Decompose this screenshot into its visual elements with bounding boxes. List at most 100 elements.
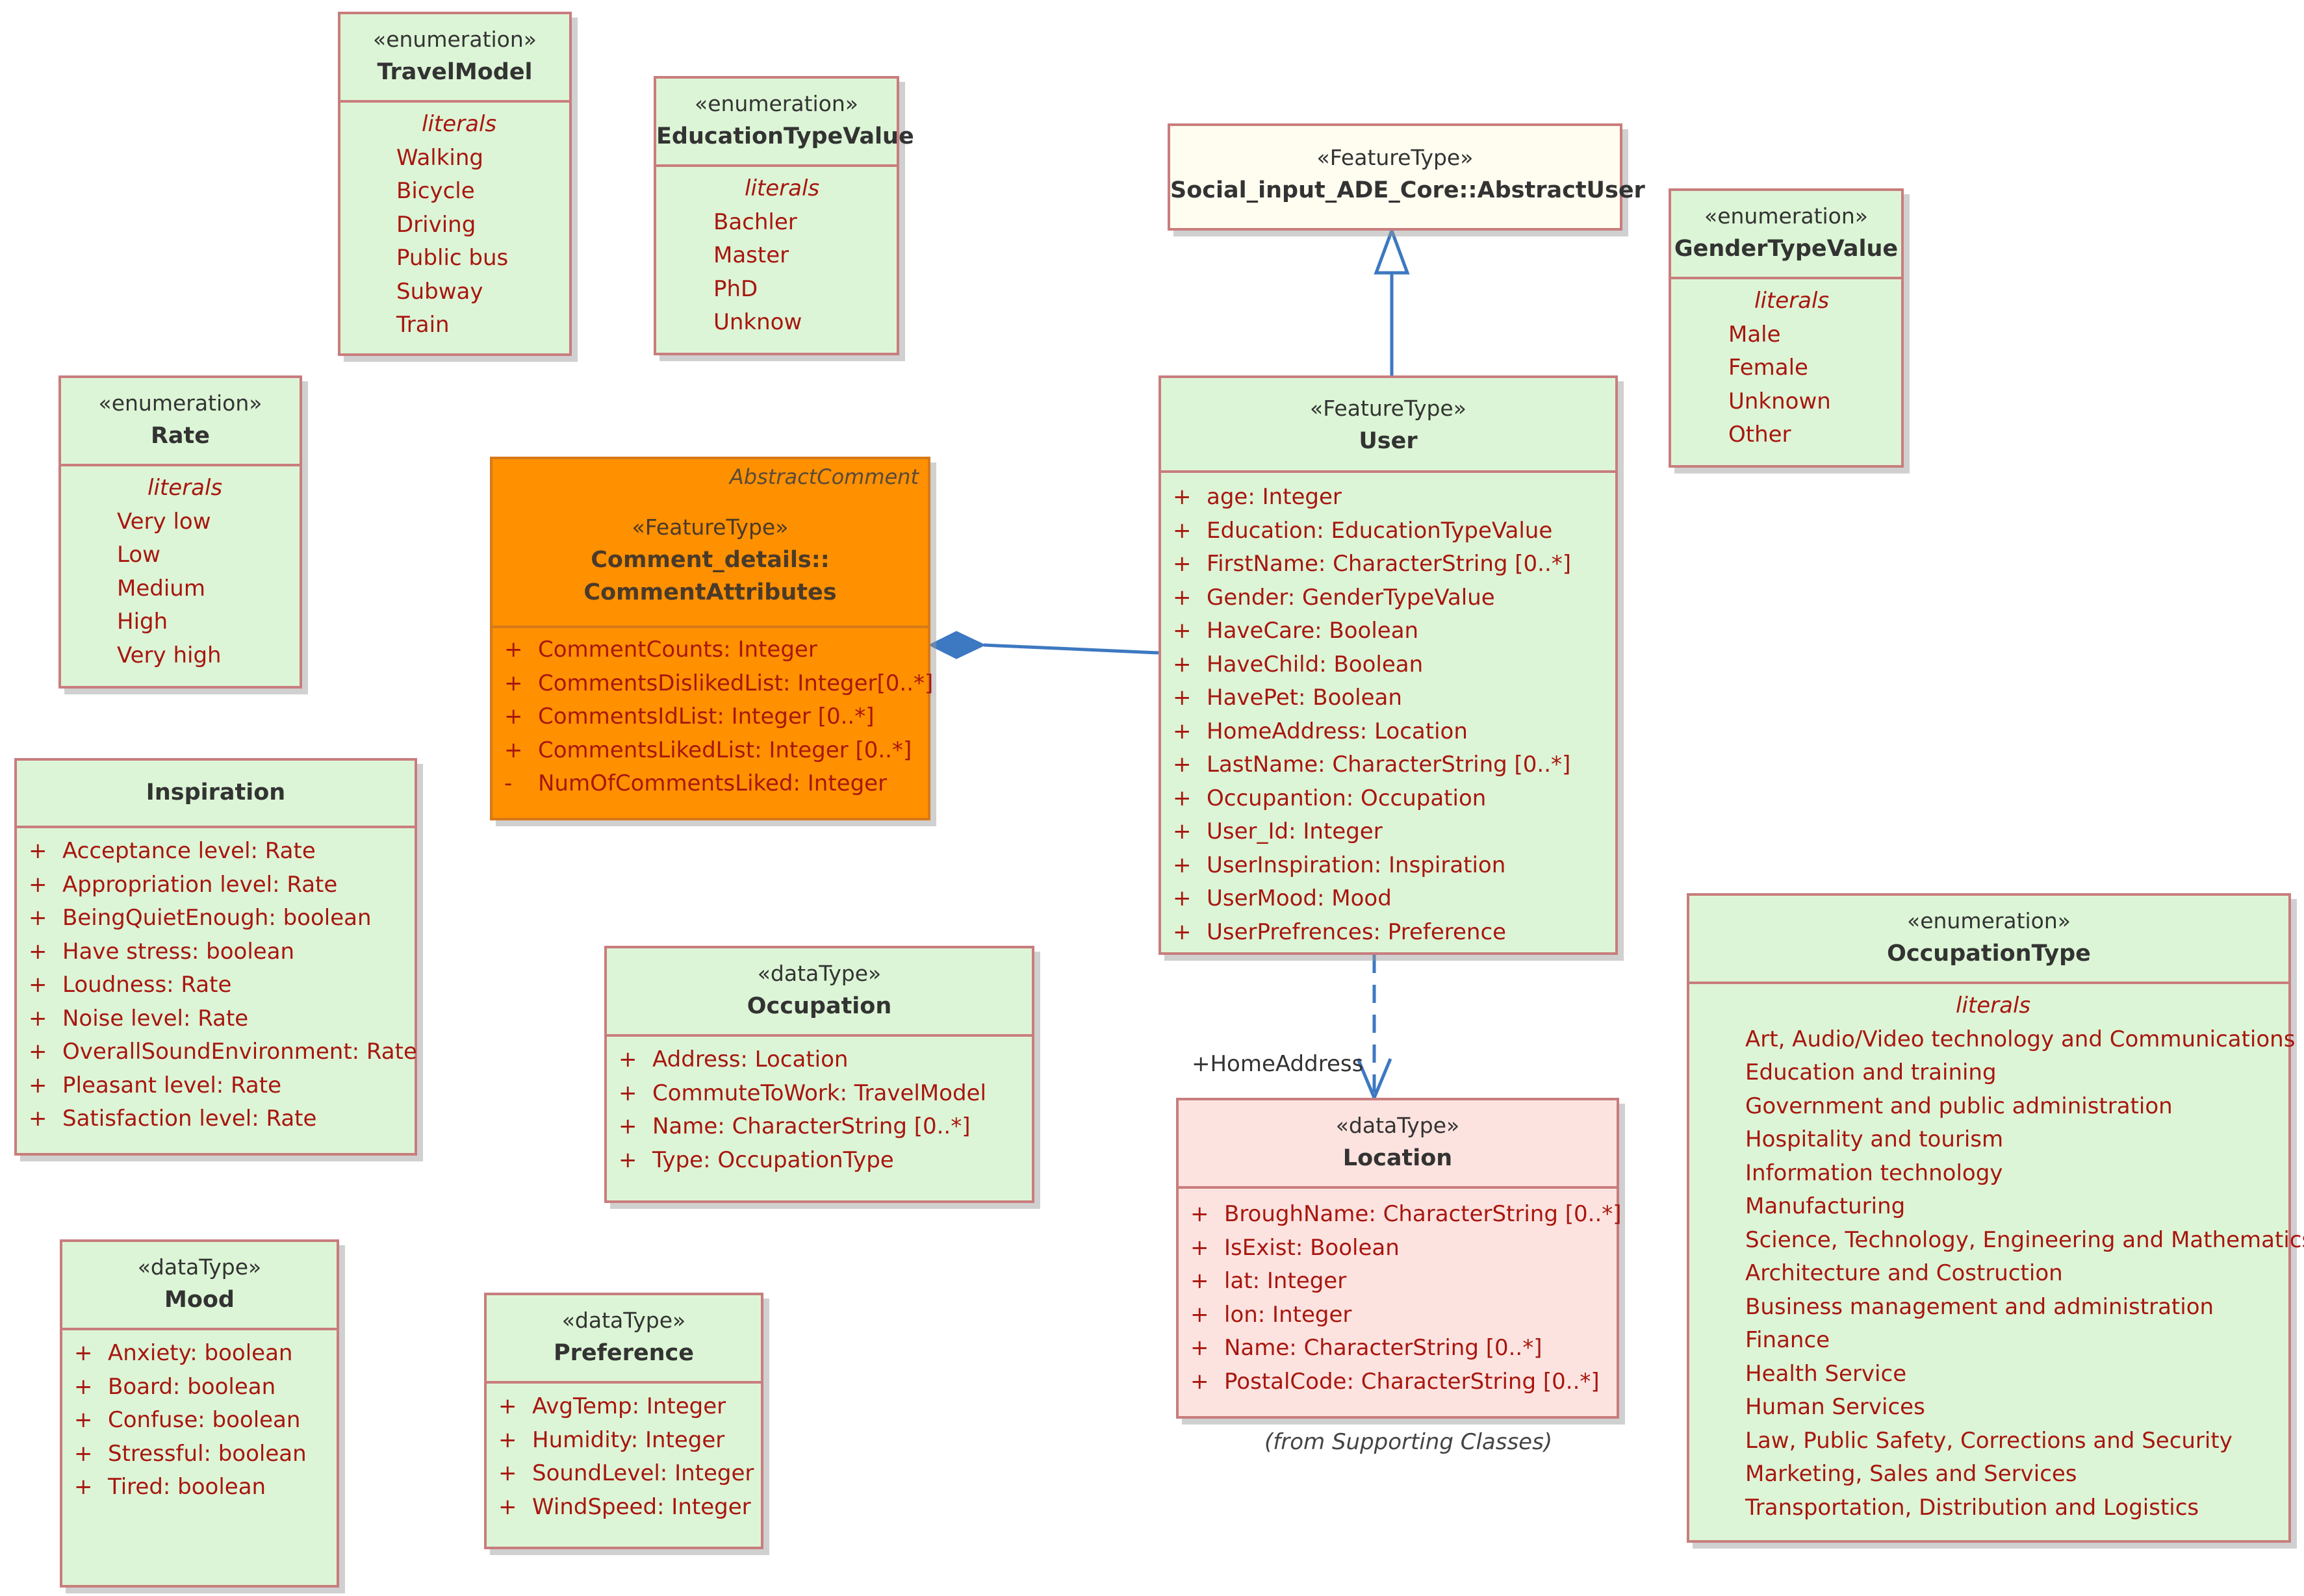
literals-label: literals xyxy=(745,175,820,201)
class-mood[interactable]: «dataType» Mood +Anxiety: boolean +Board… xyxy=(60,1239,339,1588)
stereotype-label: «dataType» xyxy=(137,1254,262,1280)
class-commentattributes[interactable]: AbstractComment «FeatureType» Comment_de… xyxy=(490,457,934,820)
attribute-row: +UserMood: Mood xyxy=(1173,885,1392,911)
attribute-row: +Have stress: boolean xyxy=(29,938,295,965)
enum-literal: Male xyxy=(1728,321,1781,348)
class-occupation[interactable]: «dataType» Occupation +Address: Location… xyxy=(604,946,1034,1203)
attribute-row: +PostalCode: CharacterString [0..*] xyxy=(1190,1368,1600,1395)
enum-literal: Other xyxy=(1728,422,1791,448)
class-travelmodel[interactable]: «enumeration» TravelModel literals Walki… xyxy=(338,12,572,356)
class-name: GenderTypeValue xyxy=(1674,236,1899,262)
enum-literal: Transportation, Distribution and Logisti… xyxy=(1745,1494,2199,1521)
stereotype-label: «dataType» xyxy=(561,1308,686,1333)
attribute-row: +Type: OccupationType xyxy=(619,1146,894,1173)
attribute-row: +Anxiety: boolean xyxy=(74,1340,293,1366)
enum-literal: Bicycle xyxy=(396,178,475,204)
stereotype-label: «enumeration» xyxy=(373,27,537,52)
attribute-row: +UserInspiration: Inspiration xyxy=(1173,852,1506,878)
attribute-row: +OverallSoundEnvironment: Rate xyxy=(29,1039,417,1065)
class-name: OccupationType xyxy=(1887,941,2091,967)
class-name: Preference xyxy=(553,1340,694,1366)
enum-literal: Master xyxy=(713,242,789,268)
class-preference[interactable]: «dataType» Preference +AvgTemp: Integer … xyxy=(484,1293,763,1549)
abstract-label: AbstractComment xyxy=(729,464,919,489)
attribute-row: +Occupantion: Occupation xyxy=(1173,785,1487,811)
enum-literal: Marketing, Sales and Services xyxy=(1745,1461,2077,1487)
attribute-row: +HaveCare: Boolean xyxy=(1173,618,1419,644)
attribute-row: +Noise level: Rate xyxy=(29,1005,249,1032)
attribute-row: +Humidity: Integer xyxy=(498,1426,725,1453)
composition-diamond xyxy=(928,631,986,659)
attribute-row: +HomeAddress: Location xyxy=(1173,718,1468,744)
enum-literal: Medium xyxy=(117,575,205,602)
attribute-row: +Appropriation level: Rate xyxy=(29,871,338,898)
attribute-row: +CommentsDislikedList: Integer[0..*] xyxy=(504,670,934,696)
attribute-row: +Gender: GenderTypeValue xyxy=(1173,584,1495,611)
attribute-row: +FirstName: CharacterString [0..*] xyxy=(1173,551,1572,577)
class-name: Inspiration xyxy=(146,779,286,805)
enum-literal: Subway xyxy=(396,278,483,305)
enum-literal: Government and public administration xyxy=(1745,1093,2173,1119)
attribute-row: +IsExist: Boolean xyxy=(1190,1234,1400,1261)
enum-literal: Law, Public Safety, Corrections and Secu… xyxy=(1745,1427,2233,1454)
stereotype-label: «enumeration» xyxy=(1907,908,2071,933)
enum-literal: Very low xyxy=(117,508,211,535)
attribute-row: +Satisfaction level: Rate xyxy=(29,1106,317,1132)
enum-literal: Business management and administration xyxy=(1745,1293,2214,1320)
class-gendertypevalue[interactable]: «enumeration» GenderTypeValue literals M… xyxy=(1669,188,1904,468)
enum-literal: Unknown xyxy=(1728,388,1831,414)
enum-literal: Health Service xyxy=(1745,1360,1907,1387)
class-location[interactable]: «dataType» Location +BroughName: Charact… xyxy=(1176,1098,1622,1419)
attribute-row: +Board: boolean xyxy=(74,1373,276,1400)
enum-literal: Finance xyxy=(1745,1327,1830,1353)
attribute-row: +CommentsIdList: Integer [0..*] xyxy=(504,703,875,729)
literals-label: literals xyxy=(1956,993,2031,1019)
class-name: Mood xyxy=(164,1287,235,1313)
class-educationtypevalue[interactable]: «enumeration» EducationTypeValue literal… xyxy=(654,76,914,355)
attribute-row: +Acceptance level: Rate xyxy=(29,838,316,864)
stereotype-label: «dataType» xyxy=(757,961,882,986)
class-abstractuser[interactable]: «FeatureType» Social_input_ADE_Core::Abs… xyxy=(1168,123,1645,231)
attribute-row: +lon: Integer xyxy=(1190,1301,1352,1328)
attribute-row: +UserPrefrences: Preference xyxy=(1173,918,1507,945)
stereotype-label: «enumeration» xyxy=(98,390,262,416)
enum-literal: PhD xyxy=(713,275,758,302)
class-name: TravelModel xyxy=(377,59,533,85)
attribute-row: +SoundLevel: Integer xyxy=(498,1460,754,1486)
enum-literal: Information technology xyxy=(1745,1159,2003,1186)
class-inspiration[interactable]: Inspiration +Acceptance level: Rate +App… xyxy=(14,758,417,1156)
attribute-row: +CommuteToWork: TravelModel xyxy=(619,1080,986,1106)
enum-literal: Public bus xyxy=(396,245,509,271)
class-name: Location xyxy=(1342,1145,1453,1171)
attribute-row: +age: Integer xyxy=(1173,484,1342,510)
attribute-row: -NumOfCommentsLiked: Integer xyxy=(504,770,888,796)
stereotype-label: «FeatureType» xyxy=(1316,145,1474,170)
enum-literal: Education and training xyxy=(1745,1059,1997,1085)
attribute-row: +User_Id: Integer xyxy=(1173,818,1383,844)
enum-literal: Walking xyxy=(396,144,483,171)
enum-literal: High xyxy=(117,609,168,635)
enum-literal: Very high xyxy=(117,642,222,668)
enum-literal: Manufacturing xyxy=(1745,1193,1906,1219)
attribute-row: +Tired: boolean xyxy=(74,1474,266,1500)
enum-literal: Unknow xyxy=(713,309,802,335)
attribute-row: +WindSpeed: Integer xyxy=(498,1493,751,1520)
class-name: Comment_details:: xyxy=(591,547,830,573)
attribute-row: +lat: Integer xyxy=(1190,1268,1347,1294)
stereotype-label: «enumeration» xyxy=(695,91,858,116)
attribute-row: +HavePet: Boolean xyxy=(1173,685,1402,711)
class-name: Social_input_ADE_Core::AbstractUser xyxy=(1170,177,1645,203)
class-occupationtype[interactable]: «enumeration» OccupationType literals Ar… xyxy=(1687,893,2304,1543)
enum-literal: Architecture and Costruction xyxy=(1745,1260,2063,1286)
enum-literal: Female xyxy=(1728,355,1808,381)
class-user[interactable]: «FeatureType» User +age: Integer +Educat… xyxy=(1158,375,1618,955)
stereotype-label: «dataType» xyxy=(1335,1113,1460,1138)
class-rate[interactable]: «enumeration» Rate literals Very low Low… xyxy=(58,375,302,689)
enum-literal: Science, Technology, Engineering and Mat… xyxy=(1745,1226,2304,1253)
attribute-row: +BroughName: CharacterString [0..*] xyxy=(1190,1201,1622,1227)
attribute-row: +AvgTemp: Integer xyxy=(498,1393,726,1419)
attribute-row: +Name: CharacterString [0..*] xyxy=(619,1113,971,1139)
attribute-row: +HaveChild: Boolean xyxy=(1173,651,1424,678)
enum-literal: Art, Audio/Video technology and Communic… xyxy=(1745,1026,2296,1052)
